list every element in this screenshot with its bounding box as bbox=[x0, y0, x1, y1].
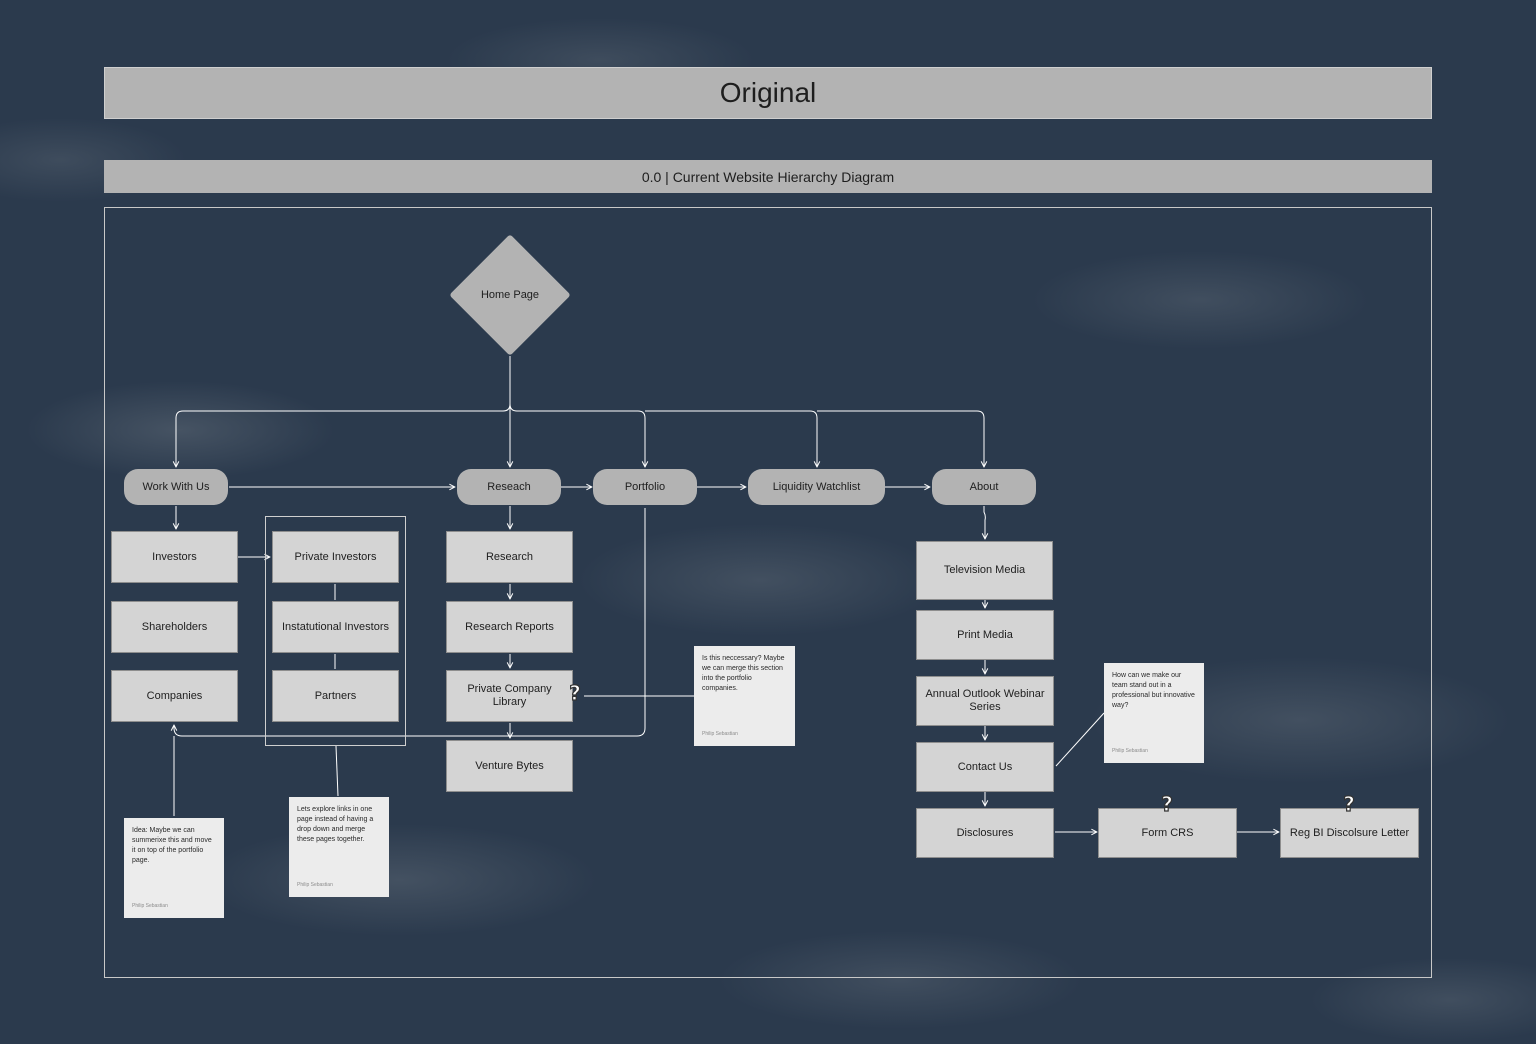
node-partners[interactable]: Partners bbox=[272, 670, 399, 722]
sticky-note[interactable]: How can we make our team stand out in a … bbox=[1104, 663, 1204, 763]
note-author: Philip Sebastian bbox=[297, 882, 333, 888]
node-shareholders[interactable]: Shareholders bbox=[111, 601, 238, 653]
note-text: Idea: Maybe we can summerixe this and mo… bbox=[132, 827, 212, 864]
note-text: Lets explore links in one page instead o… bbox=[297, 806, 374, 843]
node-venture-bytes[interactable]: Venture Bytes bbox=[446, 740, 573, 792]
node-private-investors[interactable]: Private Investors bbox=[272, 531, 399, 583]
note-author: Philip Sebastian bbox=[702, 731, 738, 737]
node-print-media[interactable]: Print Media bbox=[916, 610, 1054, 660]
sticky-note[interactable]: Lets explore links in one page instead o… bbox=[289, 797, 389, 897]
page-title: Original bbox=[104, 67, 1432, 119]
node-research[interactable]: Research bbox=[446, 531, 573, 583]
note-author: Philip Sebastian bbox=[1112, 748, 1148, 754]
node-form-crs[interactable]: Form CRS bbox=[1098, 808, 1237, 858]
note-text: How can we make our team stand out in a … bbox=[1112, 672, 1195, 709]
diagram-subtitle: 0.0 | Current Website Hierarchy Diagram bbox=[104, 160, 1432, 193]
sticky-note[interactable]: Idea: Maybe we can summerixe this and mo… bbox=[124, 818, 224, 918]
connector-group bbox=[174, 356, 1279, 832]
node-companies[interactable]: Companies bbox=[111, 670, 238, 722]
nav-research[interactable]: Reseach bbox=[457, 469, 561, 505]
question-mark-icon: ? bbox=[1343, 792, 1356, 816]
node-institutional-investors[interactable]: Instatutional Investors bbox=[272, 601, 399, 653]
node-research-reports[interactable]: Research Reports bbox=[446, 601, 573, 653]
home-page-label: Home Page bbox=[480, 289, 540, 301]
note-text: Is this neccessary? Maybe we can merge t… bbox=[702, 655, 785, 692]
node-private-company-library[interactable]: Private Company Library bbox=[446, 670, 573, 722]
nav-about[interactable]: About bbox=[932, 469, 1036, 505]
question-mark-icon: ? bbox=[569, 681, 582, 705]
node-annual-outlook-webinar[interactable]: Annual Outlook Webinar Series bbox=[916, 676, 1054, 726]
nav-work-with-us[interactable]: Work With Us bbox=[124, 469, 228, 505]
node-television-media[interactable]: Television Media bbox=[916, 541, 1053, 600]
node-disclosures[interactable]: Disclosures bbox=[916, 808, 1054, 858]
diagram-frame bbox=[104, 207, 1432, 978]
node-contact-us[interactable]: Contact Us bbox=[916, 742, 1054, 792]
node-investors[interactable]: Investors bbox=[111, 531, 238, 583]
question-mark-icon: ? bbox=[1161, 792, 1174, 816]
nav-liquidity-watchlist[interactable]: Liquidity Watchlist bbox=[748, 469, 885, 505]
nav-portfolio[interactable]: Portfolio bbox=[593, 469, 697, 505]
sticky-note[interactable]: Is this neccessary? Maybe we can merge t… bbox=[694, 646, 795, 746]
investor-types-group bbox=[265, 516, 406, 746]
note-author: Philip Sebastian bbox=[132, 903, 168, 909]
node-reg-bi-disclosure-letter[interactable]: Reg BI Discolsure Letter bbox=[1280, 808, 1419, 858]
